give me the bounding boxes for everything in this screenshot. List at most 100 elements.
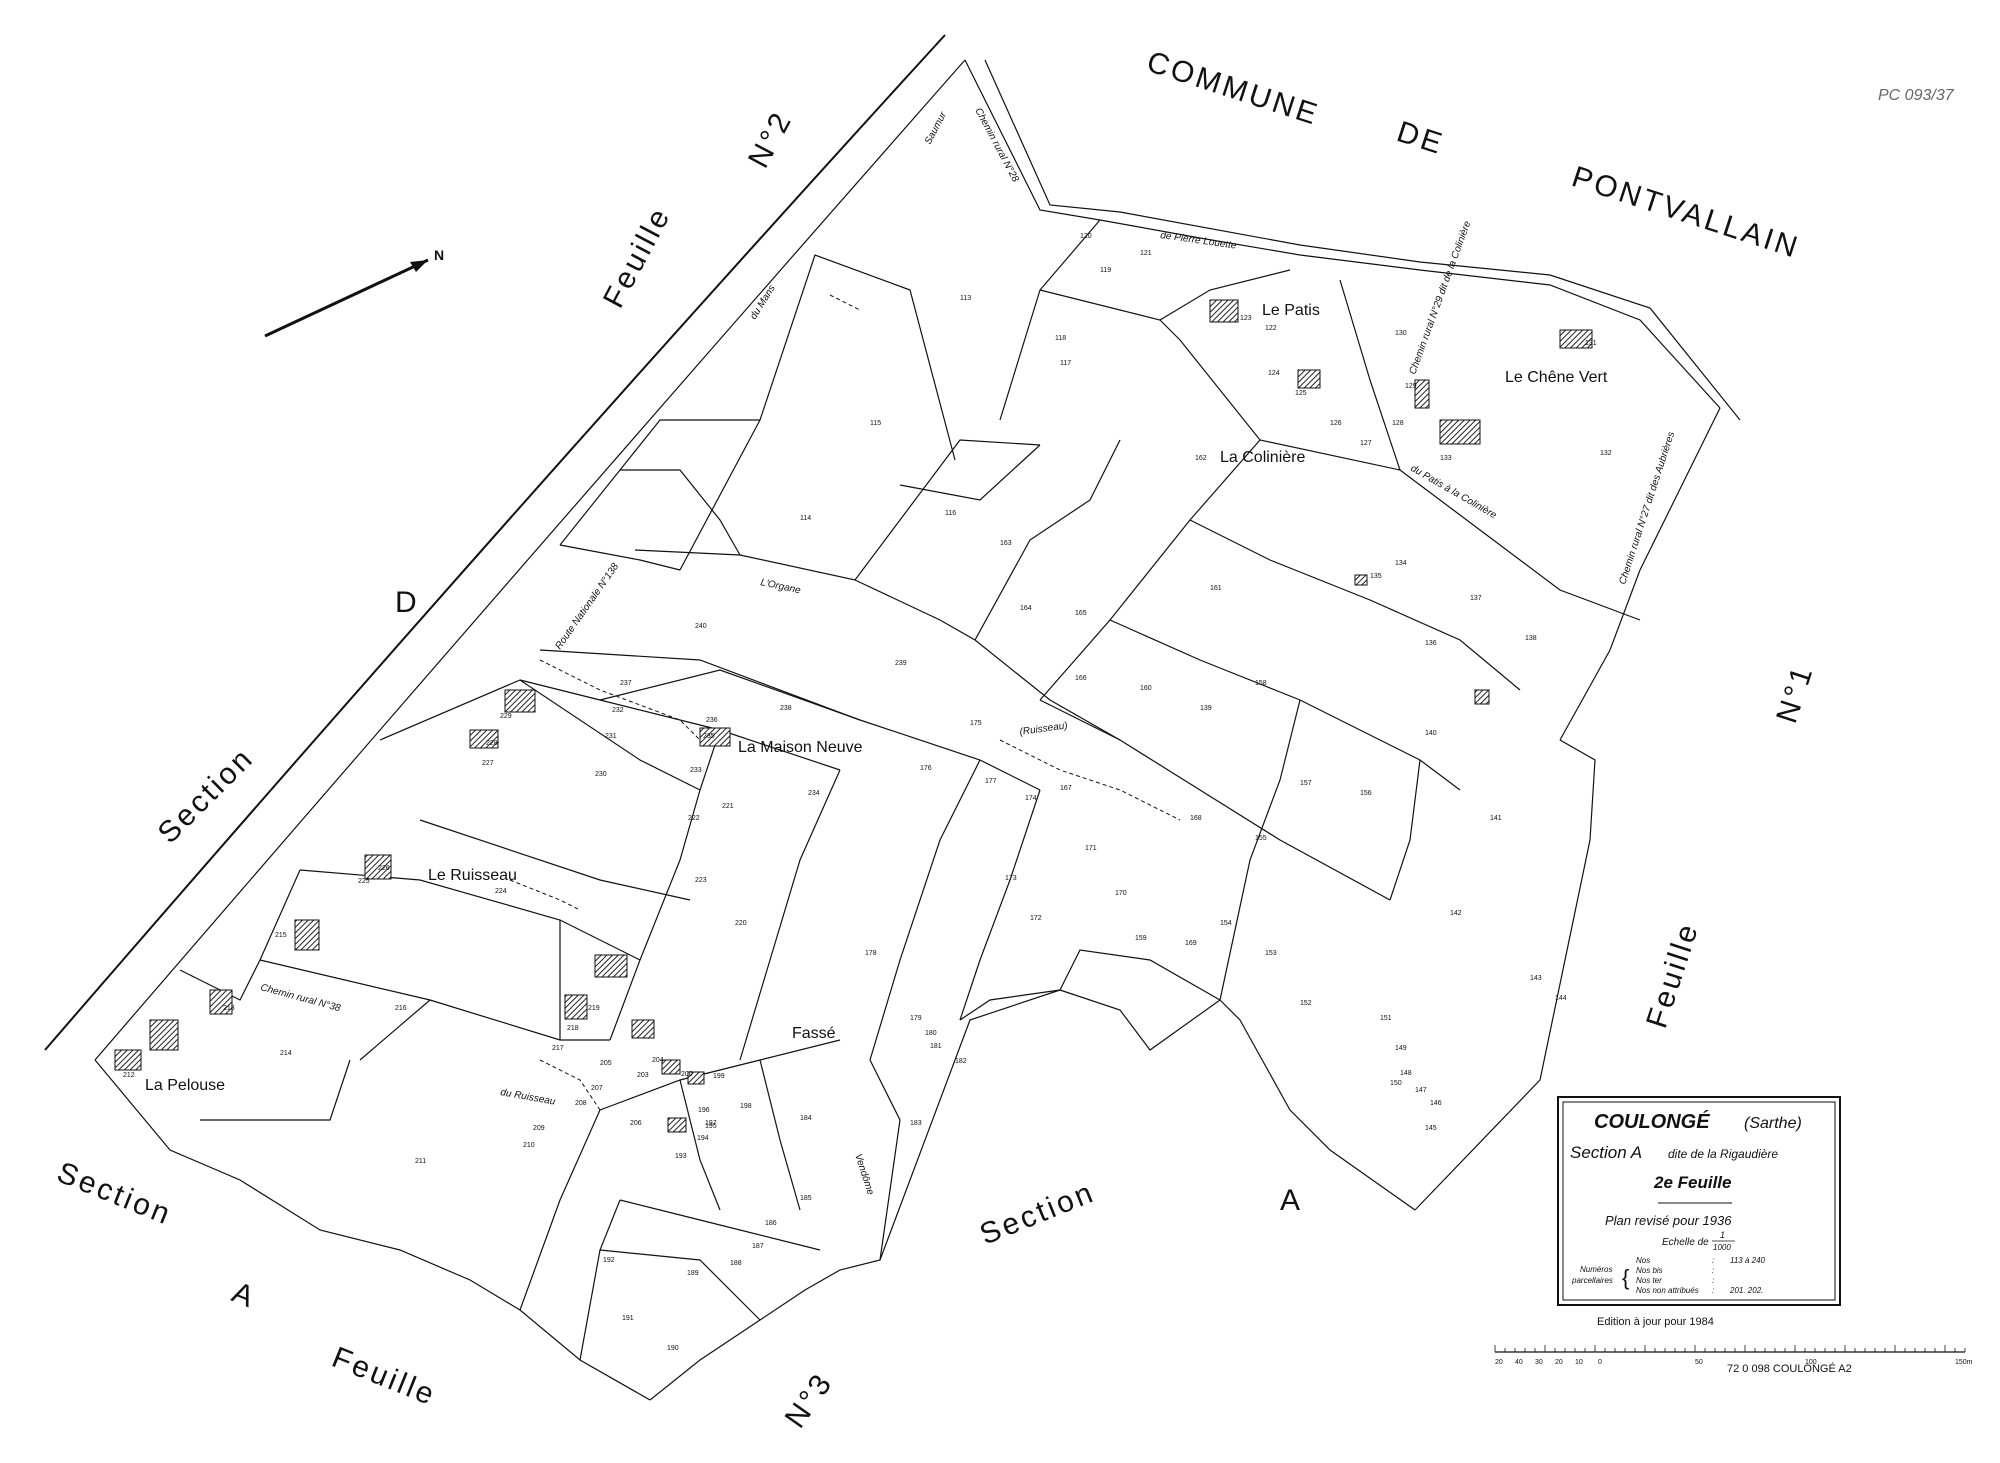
place-la-maison-neuve: La Maison Neuve	[738, 739, 863, 756]
parcel-number: 141	[1490, 815, 1502, 822]
parcel-number: 230	[595, 771, 607, 778]
parcel-number: 169	[1185, 940, 1197, 947]
parcel-number: 185	[800, 1195, 812, 1202]
parcel-number: 164	[1020, 605, 1032, 612]
parcel-number: 198	[740, 1103, 752, 1110]
road-du-ruisseau: du Ruisseau	[499, 1087, 556, 1108]
parcel-number: 190	[667, 1345, 679, 1352]
parcel-number: 199	[713, 1073, 725, 1080]
parcel-number: 208	[575, 1100, 587, 1107]
cartouche-scale-num: 1	[1720, 1230, 1725, 1240]
parcel-number: 215	[275, 932, 287, 939]
buildings	[114, 299, 1593, 1133]
scale-tick-label: 20	[1555, 1359, 1563, 1366]
north-arrow: N	[264, 247, 444, 338]
parcel-number: 138	[1525, 635, 1537, 642]
cartouche-row-label: Nos	[1636, 1256, 1650, 1265]
parcel-number: 143	[1530, 975, 1542, 982]
cartouche-revised: Plan revisé pour 1936	[1605, 1213, 1732, 1228]
parcel-number: 178	[865, 950, 877, 957]
building-le-patis-2	[1297, 369, 1321, 389]
parcel-number: 227	[482, 760, 494, 767]
road-ruisseau: (Ruisseau)	[1019, 720, 1068, 738]
parcel-number: 146	[1430, 1100, 1442, 1107]
parcel-number: 179	[910, 1015, 922, 1022]
parcel-number: 212	[123, 1072, 135, 1079]
parcel-number: 158	[1255, 680, 1267, 687]
building-maison-neuve	[504, 689, 536, 713]
parcel-number: 189	[687, 1270, 699, 1277]
parcel-number: 240	[695, 623, 707, 630]
scale-tick-label: 0	[1598, 1359, 1602, 1366]
commune-label-1: COMMUNE	[1143, 45, 1324, 132]
parcel-number: 210	[523, 1142, 535, 1149]
parcel-number: 191	[622, 1315, 634, 1322]
parcel-boundaries	[179, 219, 1641, 1361]
parcel-number: 194	[697, 1135, 709, 1142]
parcel-number: 114	[800, 515, 811, 522]
cartouche-scale-den: 1000	[1713, 1243, 1731, 1252]
road-chemin-rural-28: Chemin rural N°28	[972, 106, 1021, 184]
parcel-number: 196	[698, 1107, 710, 1114]
parcel-number: 224	[495, 888, 507, 895]
parcel-number: 204	[652, 1057, 664, 1064]
building-maison-neuve-2	[469, 729, 499, 749]
parcel-number: 124	[1268, 370, 1280, 377]
road-pierre-louette: de Pierre Louette	[1160, 230, 1238, 252]
parcel-number: 147	[1415, 1087, 1427, 1094]
parcel-number: 167	[1060, 785, 1072, 792]
parcel-number: 218	[567, 1025, 579, 1032]
parcel-number: 137	[1470, 595, 1482, 602]
building-1	[1414, 379, 1430, 409]
scale-tick-label: 150m	[1955, 1359, 1973, 1366]
parcel-number: 172	[1030, 915, 1042, 922]
parcel-number: 126	[1330, 420, 1342, 427]
parcel-number: 219	[588, 1005, 600, 1012]
no1-label: N°1	[1770, 661, 1820, 728]
parcel-number: 182	[955, 1058, 967, 1065]
building-chene-vert	[1559, 329, 1593, 349]
section-d-letter: D	[395, 586, 420, 619]
road-labels: Route Nationale N°138 du Mans Saumur Che…	[259, 106, 1677, 1196]
parcel-number: 170	[1115, 890, 1127, 897]
parcel-number: 150	[1390, 1080, 1402, 1087]
parcel-number: 237	[620, 680, 632, 687]
place-fasse: Fassé	[792, 1025, 836, 1042]
building-fasse-6	[667, 1117, 687, 1133]
building-3	[1354, 574, 1368, 586]
cartouche-row-colon: :	[1712, 1256, 1714, 1265]
parcel-number: 205	[600, 1060, 612, 1067]
parcel-number: 132	[1600, 450, 1612, 457]
parcel-number: 186	[765, 1220, 777, 1227]
cartouche-commune: COULONGÉ	[1594, 1110, 1710, 1133]
parcel-number: 229	[500, 713, 512, 720]
feuille-left-label: Feuille	[327, 1341, 441, 1413]
commune-label-2: DE	[1393, 115, 1449, 161]
a-left-label: A	[227, 1276, 261, 1315]
parcel-number: 217	[552, 1045, 564, 1052]
place-la-pelouse: La Pelouse	[145, 1077, 225, 1094]
building-fasse	[594, 954, 628, 978]
place-le-chene-vert: Le Chêne Vert	[1505, 369, 1608, 386]
parcel-number: 160	[1140, 685, 1152, 692]
parcel-number: 162	[1195, 455, 1207, 462]
parcel-number: 221	[722, 803, 734, 810]
parcel-number: 123	[1240, 315, 1252, 322]
parcel-number: 223	[695, 877, 707, 884]
cartouche-row-value: 113 à 240	[1730, 1256, 1766, 1265]
building-fasse-5	[687, 1071, 705, 1085]
parcel-number: 144	[1555, 995, 1567, 1002]
parcel-number: 222	[688, 815, 700, 822]
scale-tick-label: 100	[1805, 1359, 1817, 1366]
parcel-number: 233	[690, 767, 702, 774]
cartouche-section-name: dite de la Rigaudière	[1668, 1147, 1778, 1161]
road-vendome: Vendôme	[852, 1153, 876, 1197]
cartouche-scale-label: Echelle de	[1662, 1237, 1709, 1248]
cartouche-brace: {	[1622, 1265, 1629, 1290]
parcel-number: 157	[1300, 780, 1312, 787]
parcel-number: 235	[703, 733, 715, 740]
parcel-number: 125	[1295, 390, 1307, 397]
cartouche-row-colon: :	[1712, 1266, 1714, 1275]
parcel-number: 171	[1085, 845, 1097, 852]
